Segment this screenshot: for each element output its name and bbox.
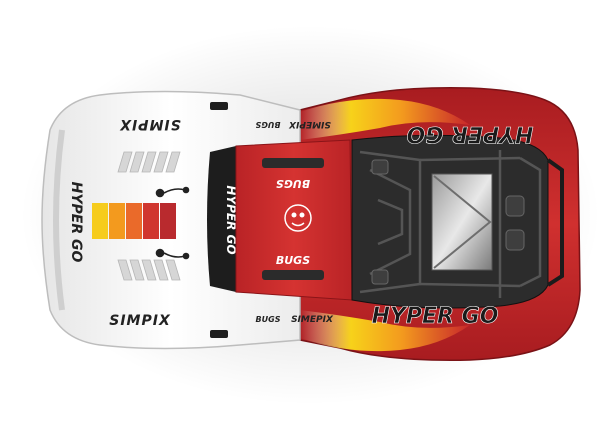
- windshield: [207, 146, 236, 292]
- side-brand-top: SIMEPIX: [288, 119, 331, 129]
- hood-stripe-5: [160, 203, 176, 239]
- roof-vent-bottom: [262, 270, 324, 280]
- hood-stripe-3: [126, 203, 142, 239]
- flame-top: [300, 98, 470, 140]
- windshield-model-label: HYPER GO: [224, 185, 238, 254]
- front-brand-label: SIMPIX: [109, 313, 171, 329]
- hood-pin-bottom: [155, 248, 190, 260]
- hood-vents-bottom: [117, 259, 181, 281]
- bed-plate-arrow: [433, 175, 492, 269]
- hood-stripe-4: [143, 203, 159, 239]
- model-large-bottom: HYPER GO: [372, 304, 499, 329]
- side-brand-bottom: SIMEPIX: [291, 315, 334, 325]
- hood-pin-top: [155, 186, 190, 198]
- hood-brand-label: SIMPIX: [119, 116, 181, 132]
- hood-vents-top: [117, 151, 181, 173]
- bed-plate: [431, 173, 493, 271]
- mirror-bottom: [210, 330, 228, 338]
- rear-bumper: [546, 158, 564, 287]
- roof-bottom-label: BUGS: [276, 254, 310, 267]
- roof-top-label: BUGS: [276, 177, 310, 190]
- hood-model-label: HYPER GO: [68, 182, 84, 263]
- chassis-shocks: [371, 159, 525, 285]
- hood-stripe-2: [109, 203, 125, 239]
- chassis-frame: [359, 150, 542, 298]
- model-large-top: HYPER GO: [407, 121, 534, 146]
- hood-color-stripes: [92, 203, 176, 239]
- flame-bottom: [300, 310, 470, 352]
- roof-emblem: [284, 204, 312, 232]
- front-bumper: [53, 129, 65, 311]
- roof-vent-top: [262, 158, 324, 168]
- side-bugs-bottom: BUGS: [256, 315, 281, 324]
- mirror-top: [210, 102, 228, 110]
- hood-stripe-1: [92, 203, 108, 239]
- side-bugs-top: BUGS: [255, 120, 280, 129]
